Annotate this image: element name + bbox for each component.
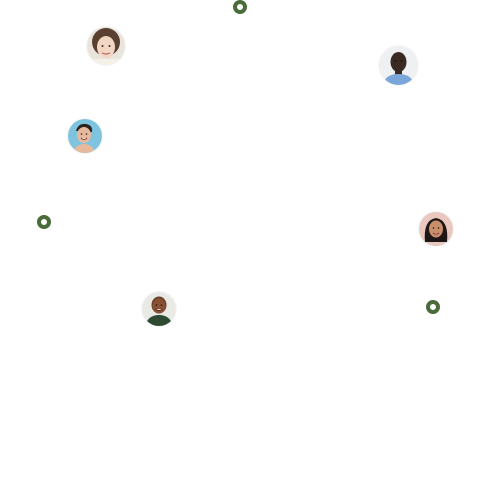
avatar-man-blue-shirt-image	[379, 46, 418, 85]
avatar-smiling-man-image	[68, 119, 102, 153]
marker-dot-top[interactable]	[233, 0, 247, 14]
marker-dot-right[interactable]	[426, 300, 440, 314]
avatar-woman-dark-hair[interactable]	[419, 212, 453, 246]
avatar-curly-hair-woman[interactable]	[87, 27, 125, 65]
avatar-man-blue-shirt[interactable]	[379, 46, 418, 85]
avatar-smiling-woman-green-top-image	[142, 292, 176, 326]
marker-dot-left[interactable]	[37, 215, 51, 229]
avatar-smiling-man[interactable]	[68, 119, 102, 153]
avatar-woman-dark-hair-image	[419, 212, 453, 246]
avatar-curly-hair-woman-image	[87, 27, 125, 65]
avatar-smiling-woman-green-top[interactable]	[142, 292, 176, 326]
